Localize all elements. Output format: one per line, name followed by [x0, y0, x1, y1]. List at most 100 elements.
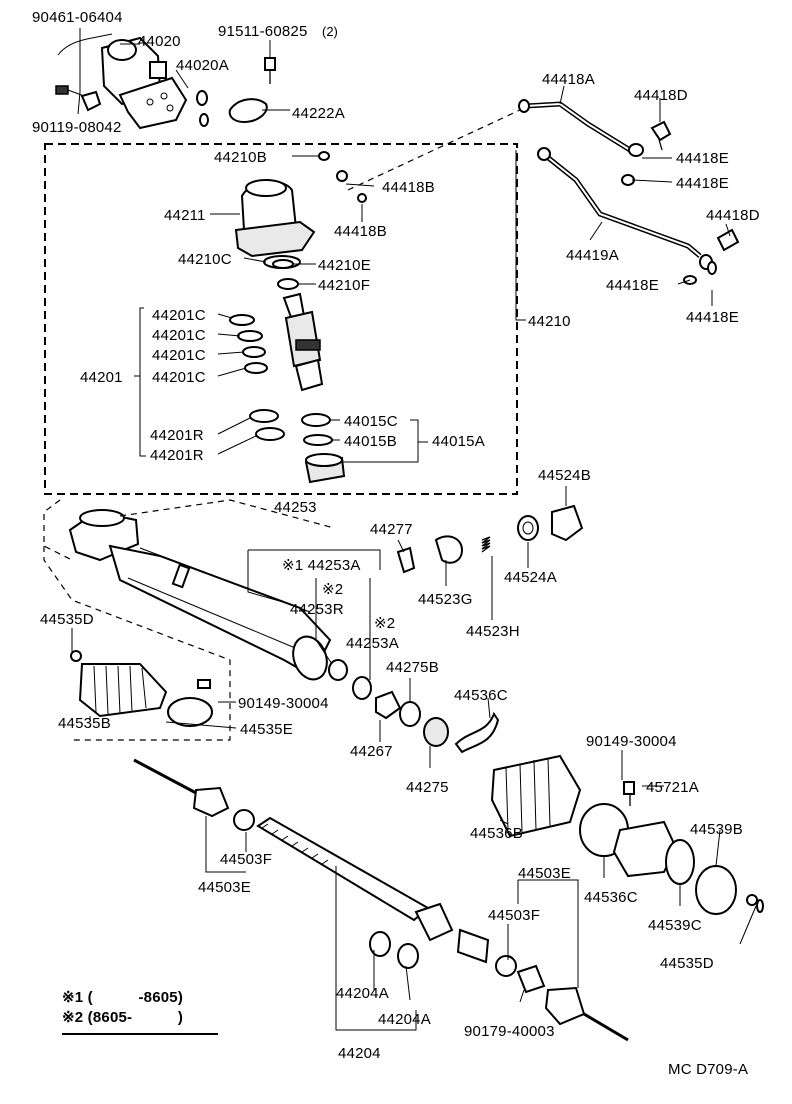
label-44535b: 44535B: [58, 715, 111, 732]
label-44204: 44204: [338, 1045, 381, 1062]
label-44015c: 44015C: [344, 413, 398, 430]
label-44201c-2: 44201C: [152, 327, 206, 344]
label-44418a: 44418A: [542, 71, 595, 88]
ring-44201r-1: [249, 409, 279, 423]
label-44201c-3: 44201C: [152, 347, 206, 364]
label-44418b-1: 44418B: [382, 179, 435, 196]
clip-44536c-1: [454, 711, 500, 754]
label-91511-60825: 91511-60825: [218, 23, 308, 40]
label-44210b: 44210B: [214, 149, 267, 166]
label-44020: 44020: [138, 33, 181, 50]
label-44204a-1: 44204A: [336, 985, 389, 1002]
label-44503e-1: 44503E: [198, 879, 251, 896]
label-44210f: 44210F: [318, 277, 370, 294]
label-90461-06404: 90461-06404: [32, 9, 123, 26]
label-44524a: 44524A: [504, 569, 557, 586]
spring-44523h: [481, 536, 491, 553]
ring-44210e: [272, 259, 294, 269]
label-44535d-1: 44535D: [40, 611, 94, 628]
label-44201c-4: 44201C: [152, 369, 206, 386]
label-qty-2: (2): [322, 24, 338, 39]
label-44210c: 44210C: [178, 251, 232, 268]
leader-lines: [71, 28, 757, 1031]
solenoid-assembly-44020: [55, 33, 209, 130]
label-44418e-3: 44418E: [606, 277, 659, 294]
nut-44267: [375, 690, 402, 720]
part-illustrations: [43, 33, 764, 1042]
label-44210: 44210: [528, 313, 571, 330]
bearing-44015a: [304, 453, 346, 484]
label-44267: 44267: [350, 743, 393, 760]
label-44253r: 44253R: [290, 601, 344, 618]
label-44419a: 44419A: [566, 247, 619, 264]
dust-cover-44539b: [612, 820, 758, 915]
label-44536c-1: 44536C: [454, 687, 508, 704]
label-44253a-2: 44253A: [346, 635, 399, 652]
label-44210e: 44210E: [318, 257, 371, 274]
label-44503f-2: 44503F: [488, 907, 540, 924]
label-44539b: 44539B: [690, 821, 743, 838]
tie-rod-end-right: [495, 899, 764, 1042]
rack-housing-44253: [68, 509, 332, 681]
legend: ※1 ( -8605) ※2 (8605- ): [62, 989, 218, 1035]
label-44418e-2: 44418E: [676, 175, 729, 192]
label-44418e-4: 44418E: [686, 309, 739, 326]
ring-44201r-2: [255, 427, 285, 441]
ring-44015b: [303, 434, 333, 446]
seal-ring-44201c-2: [237, 330, 263, 342]
seal-ring-44201c-3: [242, 346, 266, 358]
bushing-44275b: [399, 701, 421, 727]
boot-44536b: [490, 754, 635, 857]
label-ref-2-b: ※2: [374, 615, 395, 632]
plate-44222a: [228, 98, 268, 124]
label-44253a-1: ※1 44253A: [282, 557, 361, 574]
label-44418b-2: 44418B: [334, 223, 387, 240]
label-44536c-2: 44536C: [584, 889, 638, 906]
label-90149-30004-1: 90149-30004: [238, 695, 329, 712]
part-number-labels: 90461-06404 44020 91511-60825 (2) 44020A…: [32, 9, 760, 1062]
cover-44524b: [551, 504, 584, 542]
label-44275b: 44275B: [386, 659, 439, 676]
label-44204a-2: 44204A: [378, 1011, 431, 1028]
label-44222a: 44222A: [292, 105, 345, 122]
ring-44015c: [301, 413, 331, 427]
ring-44210f: [277, 278, 299, 290]
label-90179-40003: 90179-40003: [464, 1023, 555, 1040]
label-44536b: 44536B: [470, 825, 523, 842]
label-44535e: 44535E: [240, 721, 293, 738]
label-44201: 44201: [80, 369, 123, 386]
label-44535d-2: 44535D: [660, 955, 714, 972]
steering-rack-bar: [256, 816, 490, 969]
bushing-44253a: [352, 676, 372, 700]
label-45721a: 45721A: [646, 779, 699, 796]
housing-dash-left: [43, 499, 231, 741]
label-44524b: 44524B: [538, 467, 591, 484]
valve-spool-44201: [282, 292, 324, 392]
label-90119-08042: 90119-08042: [32, 119, 122, 136]
legend-note-1: ※1 ( -8605): [62, 989, 183, 1006]
bolt-91511: [264, 57, 276, 84]
label-44020a: 44020A: [176, 57, 229, 74]
label-44523h: 44523H: [466, 623, 520, 640]
label-44539c: 44539C: [648, 917, 702, 934]
label-90149-30004-2: 90149-30004: [586, 733, 677, 750]
plug-44524a: [517, 515, 539, 541]
bushing-44275: [423, 717, 449, 747]
seal-ring-44201c-1: [229, 314, 255, 326]
cap-44523g: [434, 535, 464, 564]
label-44275: 44275: [406, 779, 449, 796]
housing-dash-top: [119, 499, 335, 529]
label-44201r-2: 44201R: [150, 447, 204, 464]
boot-44535b: [70, 650, 213, 727]
diagram-code: MC D709-A: [668, 1061, 748, 1078]
label-44201r-1: 44201R: [150, 427, 204, 444]
label-44015b: 44015B: [344, 433, 397, 450]
label-44503e-2: 44503E: [518, 865, 571, 882]
label-44523g: 44523G: [418, 591, 473, 608]
legend-note-2: ※2 (8605- ): [62, 1009, 183, 1026]
washer-44253r: [328, 659, 348, 681]
label-44211: 44211: [164, 207, 206, 224]
seal-ring-44201c-4: [244, 362, 268, 374]
label-44015a: 44015A: [432, 433, 485, 450]
